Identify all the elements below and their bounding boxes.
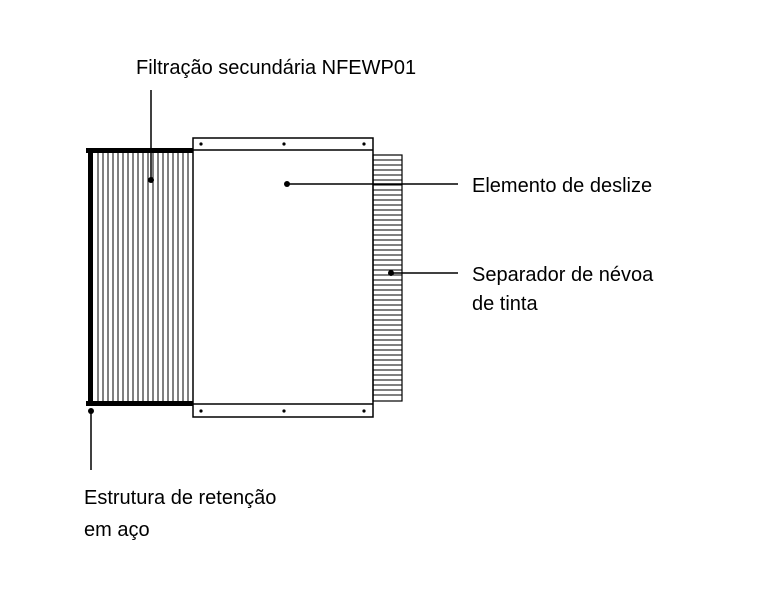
steel-frame-top-bar bbox=[86, 148, 193, 153]
secondary-filter-pleats bbox=[97, 153, 189, 401]
leader-dot-paint-mist-separator bbox=[388, 270, 394, 276]
leaders bbox=[90, 90, 458, 470]
label-steel-frame-line2: em aço bbox=[84, 519, 150, 541]
steel-retaining-structure bbox=[86, 148, 193, 406]
leader-dot-sliding-element bbox=[284, 181, 290, 187]
rivet bbox=[362, 409, 366, 413]
label-sliding-element: Elemento de deslize bbox=[472, 175, 652, 197]
label-steel-frame-line1: Estrutura de retenção bbox=[84, 487, 276, 509]
steel-frame-bottom-bar bbox=[86, 401, 193, 406]
leader-dot-steel-frame bbox=[88, 408, 94, 414]
rivet bbox=[199, 409, 203, 413]
label-paint-mist-separator-line1: Separador de névoa bbox=[472, 264, 654, 286]
rivet bbox=[282, 142, 286, 146]
sliding-element-outer-box bbox=[192, 137, 374, 418]
leader-dots bbox=[88, 177, 394, 414]
rivet bbox=[282, 409, 286, 413]
paint-mist-separator bbox=[372, 154, 403, 402]
paint-mist-separator-box bbox=[372, 154, 403, 402]
sliding-element-rivets bbox=[199, 142, 366, 413]
sliding-element-frame bbox=[192, 137, 374, 418]
leader-dot-secondary-filtration bbox=[148, 177, 154, 183]
rivet bbox=[199, 142, 203, 146]
rivet bbox=[362, 142, 366, 146]
paint-mist-separator-lines bbox=[373, 159, 402, 396]
label-secondary-filtration: Filtração secundária NFEWP01 bbox=[136, 57, 416, 79]
steel-frame-side-bar bbox=[88, 153, 93, 401]
label-paint-mist-separator-line2: de tinta bbox=[472, 293, 538, 315]
